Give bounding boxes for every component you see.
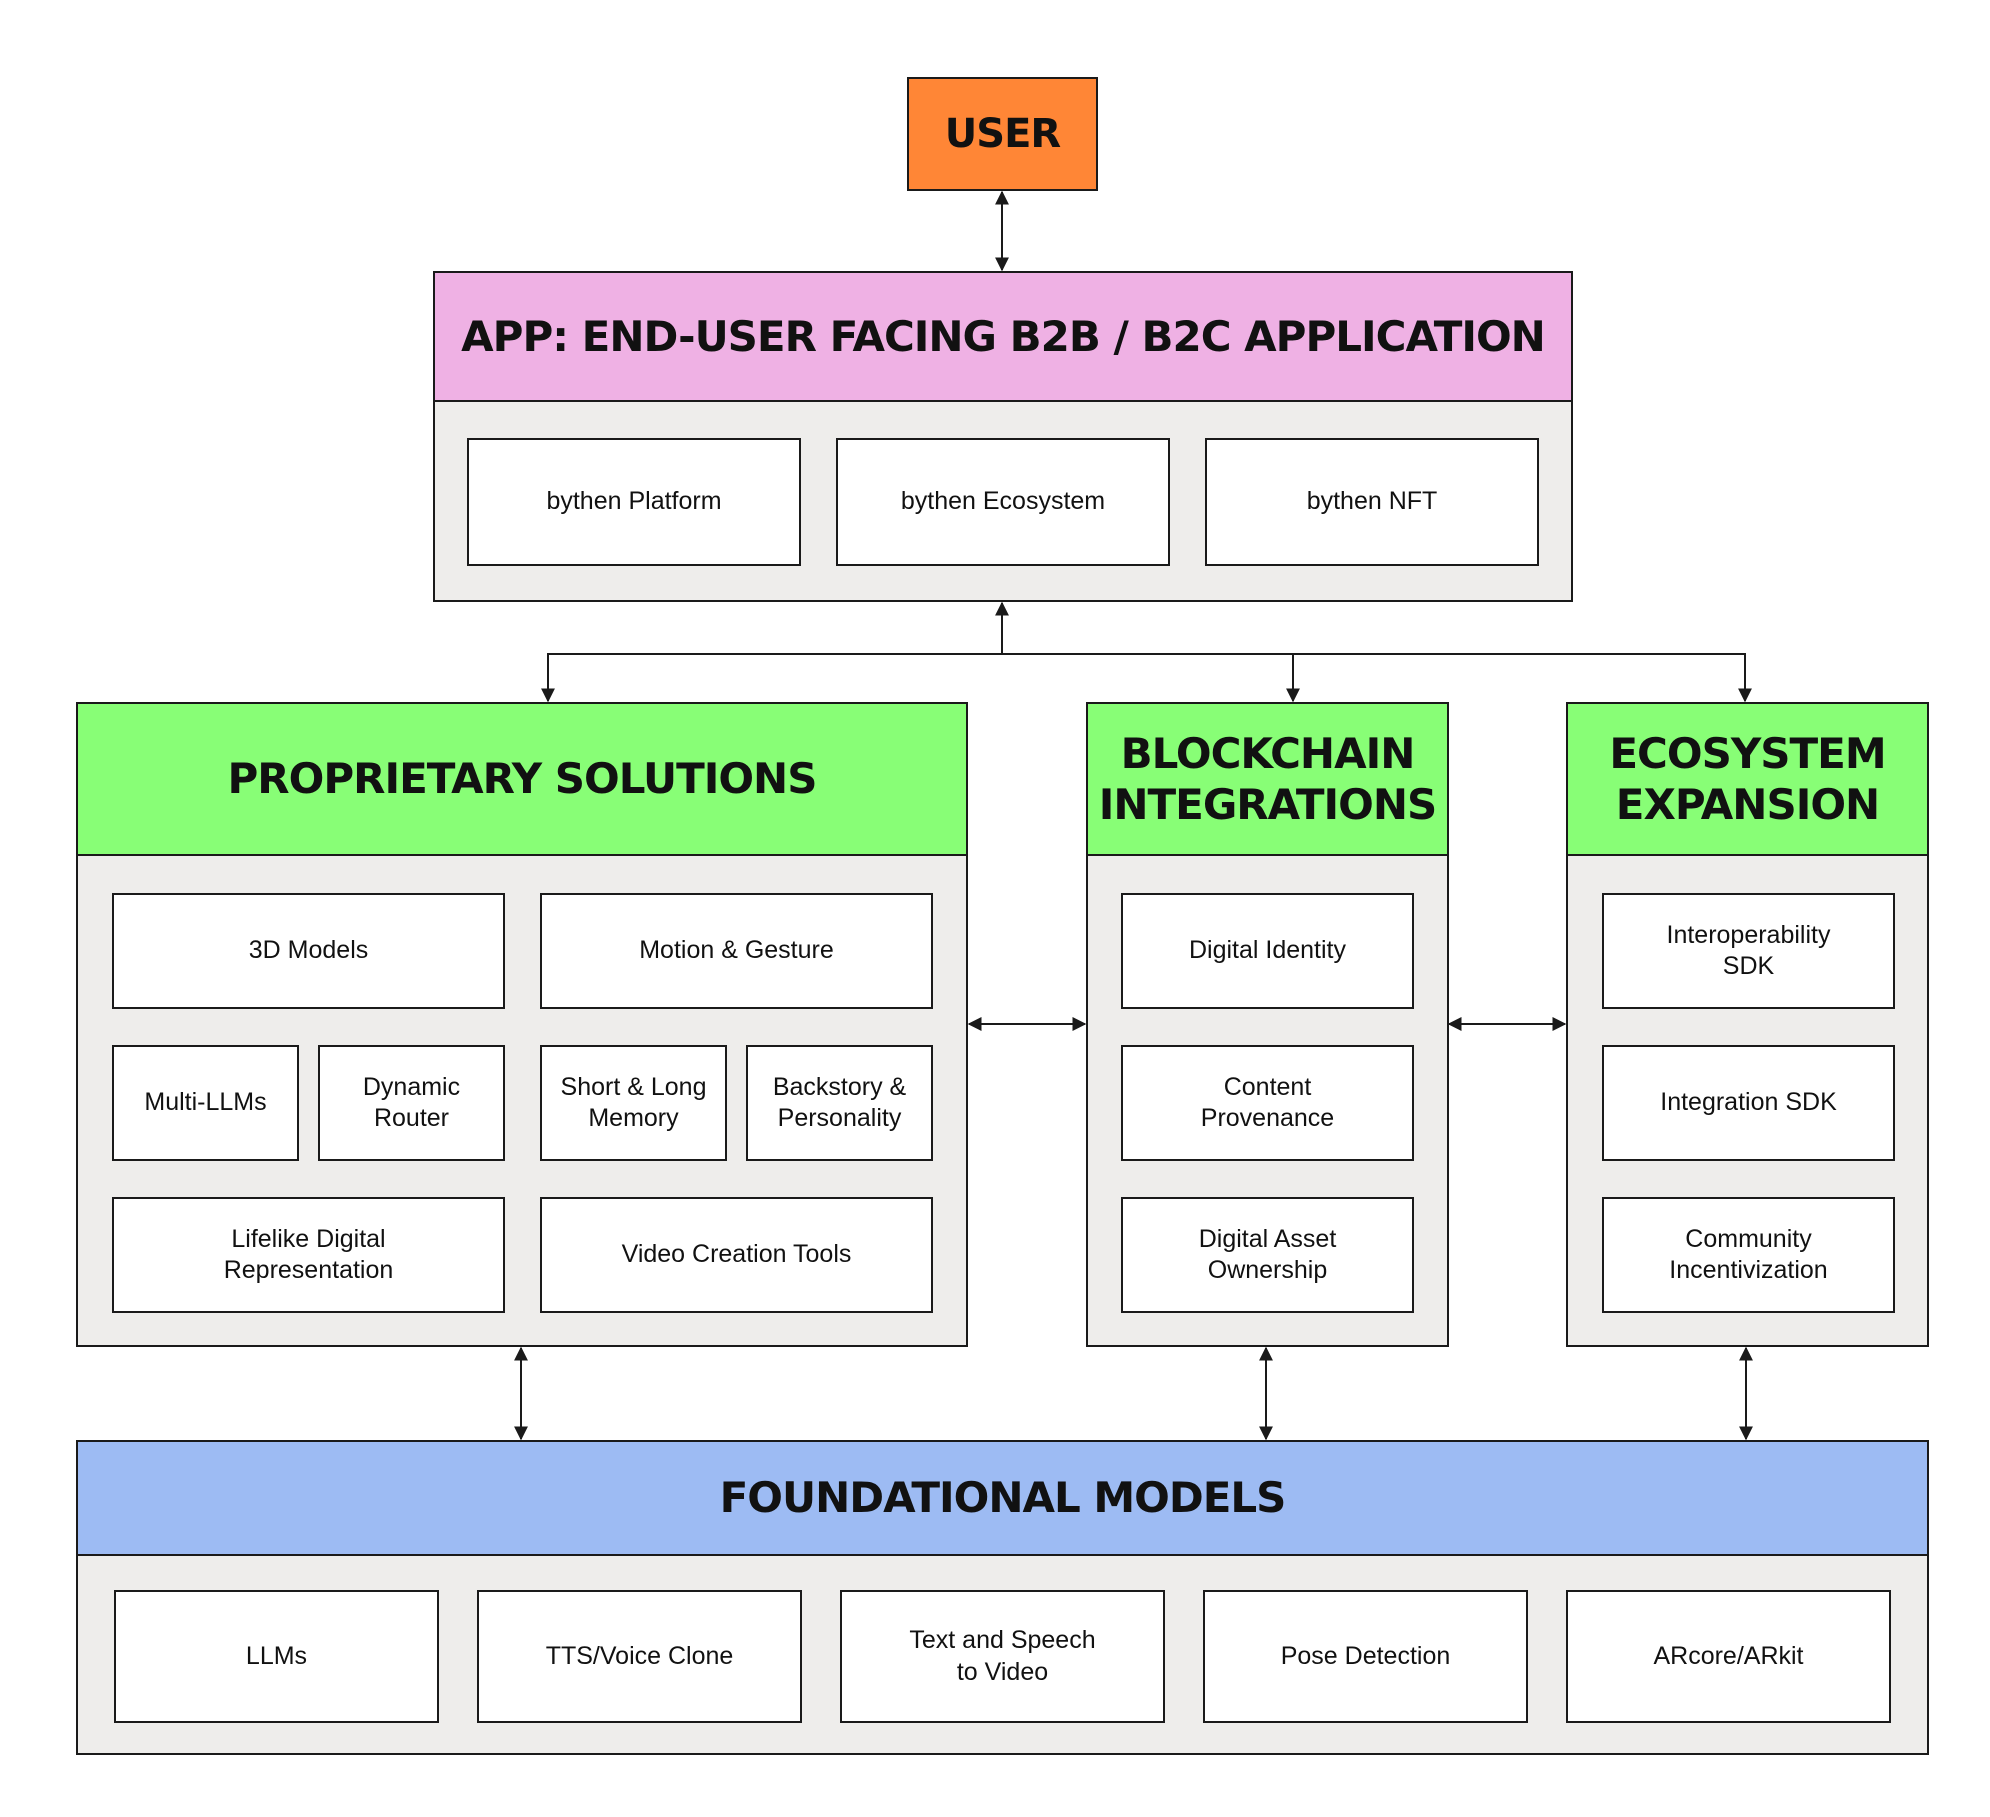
block-item-identity: Digital Identity	[1121, 893, 1414, 1009]
prop-item-3d-models: 3D Models	[112, 893, 505, 1009]
prop-item-memory: Short & Long Memory	[540, 1045, 727, 1161]
prop-item-multi-llms: Multi-LLMs	[112, 1045, 299, 1161]
app-header: APP: END-USER FACING B2B / B2C APPLICATI…	[433, 271, 1573, 402]
blockchain-header: BLOCKCHAIN INTEGRATIONS	[1086, 702, 1449, 856]
blockchain-title: BLOCKCHAIN INTEGRATIONS	[1098, 728, 1438, 829]
prop-item-motion-gesture: Motion & Gesture	[540, 893, 933, 1009]
prop-item-video-tools: Video Creation Tools	[540, 1197, 933, 1313]
eco-item-community: Community Incentivization	[1602, 1197, 1895, 1313]
app-item-ecosystem: bythen Ecosystem	[836, 438, 1170, 566]
block-item-provenance: Content Provenance	[1121, 1045, 1414, 1161]
eco-item-integration: Integration SDK	[1602, 1045, 1895, 1161]
proprietary-title: PROPRIETARY SOLUTIONS	[227, 754, 818, 804]
found-item-arcore: ARcore/ARkit	[1566, 1590, 1891, 1723]
found-item-pose: Pose Detection	[1203, 1590, 1528, 1723]
ecosystem-title: ECOSYSTEM EXPANSION	[1609, 728, 1886, 829]
app-title: APP: END-USER FACING B2B / B2C APPLICATI…	[461, 311, 1546, 361]
block-item-asset: Digital Asset Ownership	[1121, 1197, 1414, 1313]
prop-item-lifelike: Lifelike Digital Representation	[112, 1197, 505, 1313]
foundational-header: FOUNDATIONAL MODELS	[76, 1440, 1929, 1556]
app-item-nft: bythen NFT	[1205, 438, 1539, 566]
user-label: USER	[944, 110, 1061, 157]
prop-item-backstory: Backstory & Personality	[746, 1045, 933, 1161]
found-item-text-speech-video: Text and Speech to Video	[840, 1590, 1165, 1723]
eco-item-interop: Interoperability SDK	[1602, 893, 1895, 1009]
found-item-tts: TTS/Voice Clone	[477, 1590, 802, 1723]
found-item-llms: LLMs	[114, 1590, 439, 1723]
ecosystem-header: ECOSYSTEM EXPANSION	[1566, 702, 1929, 856]
branch-line	[547, 653, 1746, 701]
prop-item-dynamic-router: Dynamic Router	[318, 1045, 505, 1161]
user-box: USER	[907, 77, 1098, 191]
app-item-platform: bythen Platform	[467, 438, 801, 566]
foundational-title: FOUNDATIONAL MODELS	[719, 1473, 1287, 1523]
proprietary-header: PROPRIETARY SOLUTIONS	[76, 702, 968, 856]
